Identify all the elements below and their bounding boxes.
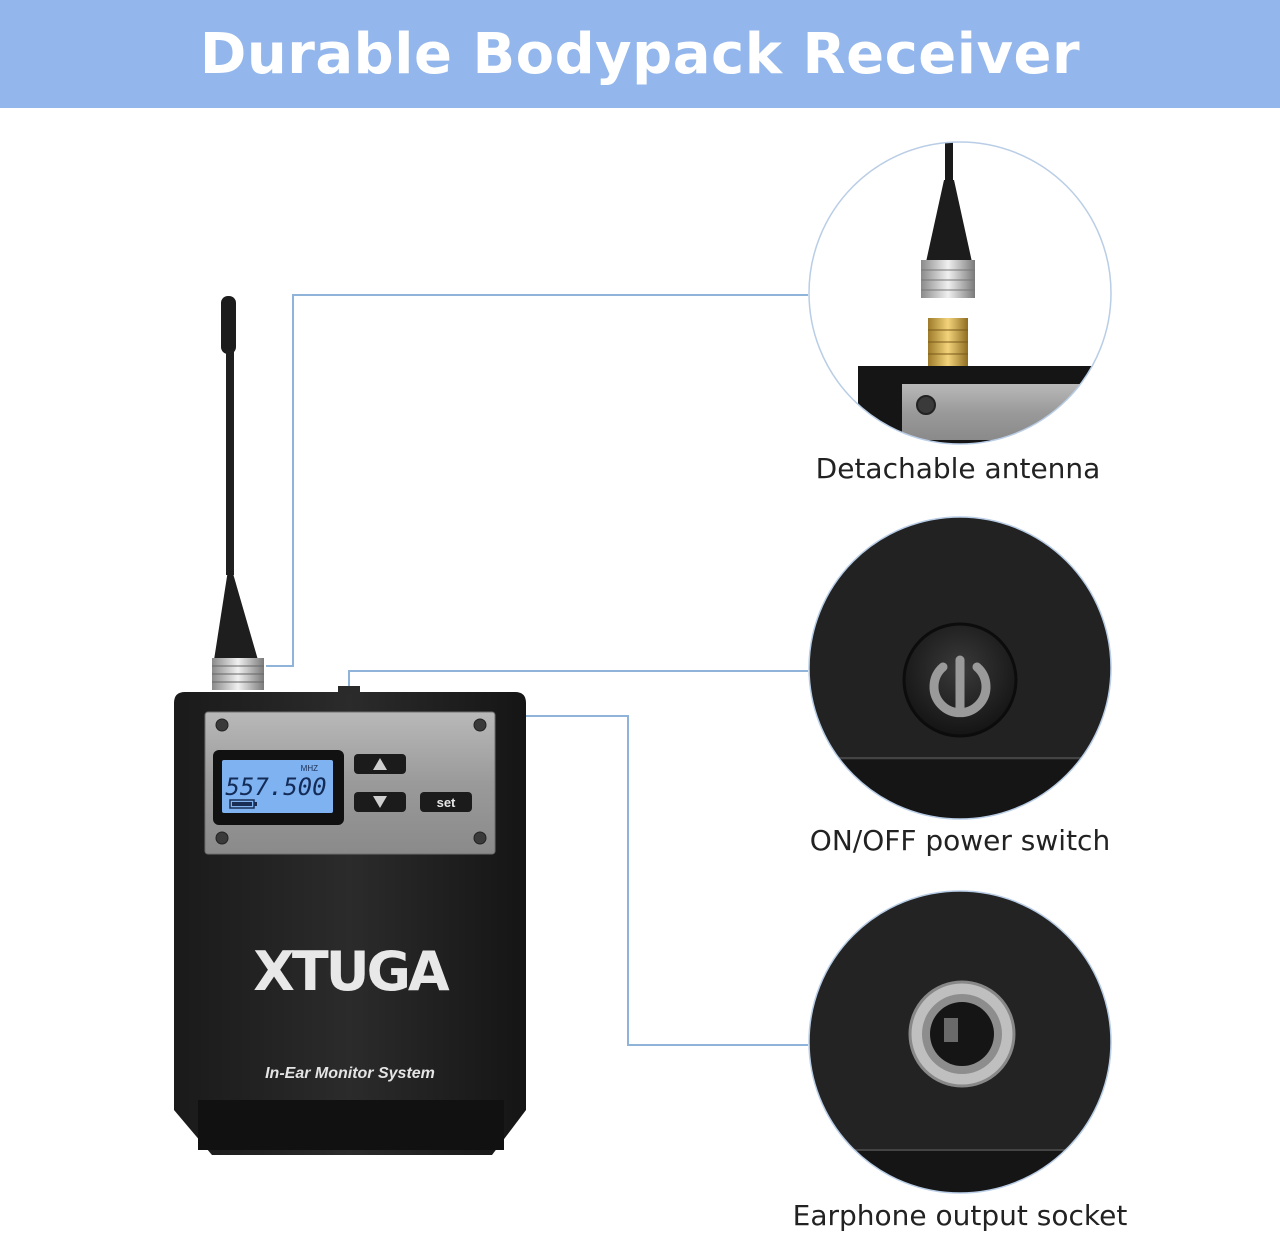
brand-logo: XTUGA: [253, 940, 450, 1003]
set-button: set: [420, 792, 472, 812]
set-label: set: [437, 795, 456, 810]
receiver-body: MHZ 557.500 set XTUGA In-Ear Monitor Sys…: [174, 686, 526, 1155]
up-arrow-icon: [373, 758, 387, 770]
power-icon: [929, 655, 991, 718]
callout-label-socket: Earphone output socket: [792, 1199, 1128, 1232]
screw-icon: [473, 831, 487, 845]
antenna-leader-line: [266, 294, 808, 667]
antenna-closeup: [809, 142, 1111, 444]
down-arrow-icon: [373, 796, 387, 808]
header-banner: Durable Bodypack Receiver: [0, 0, 1280, 108]
up-button: [354, 754, 406, 774]
lcd-frequency: 557.500: [225, 773, 326, 801]
product-tagline: In-Ear Monitor System: [265, 1065, 435, 1082]
page-title: Durable Bodypack Receiver: [199, 21, 1081, 87]
antenna: [212, 296, 264, 690]
callout-label-antenna: Detachable antenna: [815, 452, 1101, 485]
lcd-unit: MHZ: [301, 764, 318, 773]
screw-icon: [916, 395, 936, 415]
screw-icon: [215, 831, 229, 845]
down-button: [354, 792, 406, 812]
battery-icon: [229, 799, 257, 809]
screw-icon: [215, 718, 229, 732]
power-switch-closeup: [809, 517, 1111, 819]
callout-label-power: ON/OFF power switch: [809, 824, 1111, 857]
power-leader-line: [348, 670, 808, 692]
screw-icon: [473, 718, 487, 732]
